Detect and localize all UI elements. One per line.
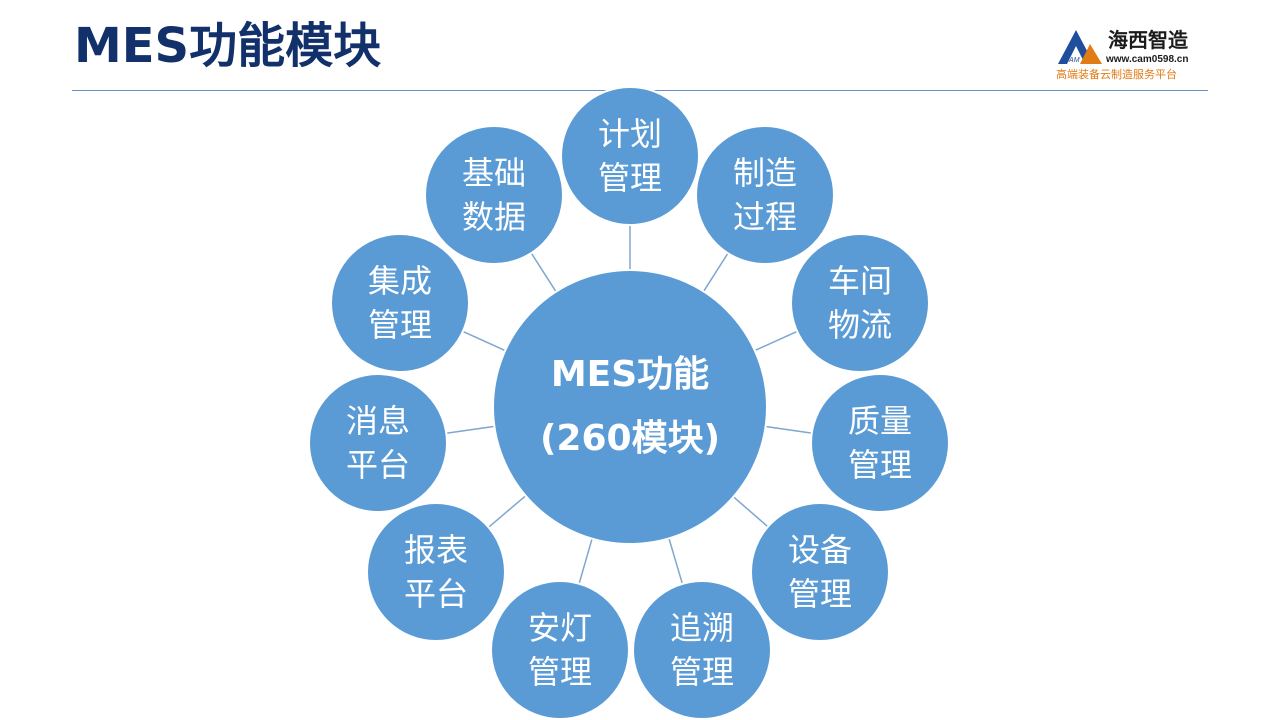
connector-line — [578, 538, 593, 584]
connector-line — [488, 495, 527, 528]
connector-line — [530, 252, 557, 293]
module-node — [750, 502, 890, 642]
center-label-line1: MES功能 — [550, 354, 710, 395]
center-node — [492, 269, 768, 545]
company-logo: CAM 海西智造 www.cam0598.cn 高端装备云制造服务平台 — [1052, 24, 1212, 86]
module-node — [490, 580, 630, 720]
logo-url: www.cam0598.cn — [1106, 54, 1189, 65]
module-node — [308, 373, 448, 513]
connector-line — [668, 538, 684, 585]
module-node — [330, 233, 470, 373]
connector-line — [702, 252, 729, 292]
connector-line — [732, 496, 769, 528]
center-label: MES功能 (260模块) — [493, 270, 767, 544]
module-node — [695, 125, 835, 265]
logo-mark-text: CAM — [1064, 57, 1080, 64]
module-node — [366, 502, 506, 642]
connector-line — [446, 425, 495, 434]
logo-mark-icon: CAM — [1058, 30, 1102, 64]
module-node — [560, 86, 700, 226]
module-node — [632, 580, 772, 720]
connector-line — [462, 330, 506, 352]
logo-name: 海西智造 — [1108, 28, 1188, 52]
module-node — [790, 233, 930, 373]
center-label-line2: (260模块) — [539, 418, 721, 459]
module-node — [810, 373, 950, 513]
module-node — [424, 125, 564, 265]
slide-title: MES功能模块 — [74, 18, 382, 74]
connector-line — [765, 425, 812, 434]
connector-line — [754, 330, 798, 352]
logo-tagline: 高端装备云制造服务平台 — [1056, 68, 1177, 81]
